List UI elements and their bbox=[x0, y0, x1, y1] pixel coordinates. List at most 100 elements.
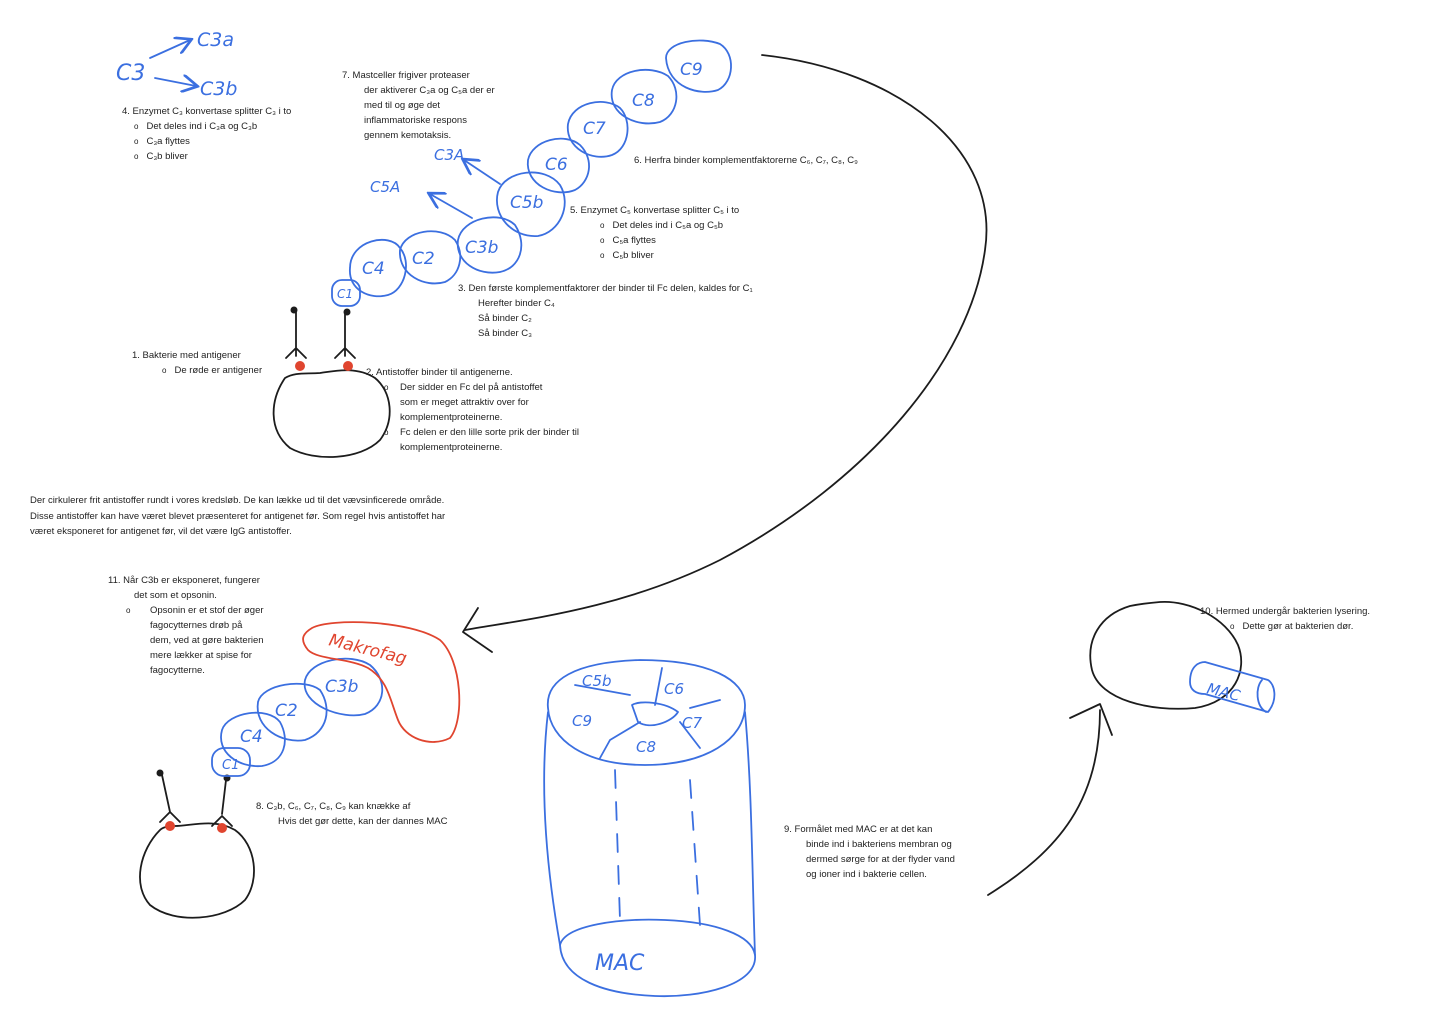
arrow-to-c3a bbox=[149, 40, 190, 59]
upper-bacterium bbox=[272, 306, 391, 458]
note-item-line: Opsonin er et stof der øger bbox=[150, 605, 264, 616]
mac-dashed-lines bbox=[614, 769, 701, 926]
mac-c7-label: C7 bbox=[682, 714, 702, 732]
note-9-line: 9. Formålet med MAC er at det kan bbox=[784, 824, 933, 835]
antibody-left bbox=[285, 311, 307, 359]
c2-shape bbox=[399, 230, 462, 285]
c4-label: C4 bbox=[362, 259, 385, 279]
paragraph-line: været eksponeret for antigenet før, vil … bbox=[30, 526, 292, 537]
mac-c5b-label: C5b bbox=[582, 672, 612, 690]
bullet-glyph: o bbox=[384, 428, 389, 437]
note-3: 3. Den første komplementfaktorer der bin… bbox=[458, 281, 753, 341]
arrow-to-c3b bbox=[154, 78, 196, 86]
note-4-item: Det deles ind i C₃a og C₃b bbox=[122, 119, 291, 134]
c5a-mid-label: C5A bbox=[370, 178, 400, 196]
lower-c1-label: C1 bbox=[222, 758, 239, 773]
note-item-line: komplementproteinerne. bbox=[400, 442, 503, 453]
note-5-item: Det deles ind i C₅a og C₅b bbox=[570, 218, 739, 233]
antigen-left bbox=[295, 361, 305, 371]
note-item-line: komplementproteinerne. bbox=[400, 412, 503, 423]
lower-c2-shape bbox=[256, 682, 328, 742]
mac-bottom-ring bbox=[559, 918, 756, 998]
paragraph-line: Disse antistoffer kan have været blevet … bbox=[30, 510, 446, 522]
c9-shape bbox=[665, 39, 732, 93]
note-2-item: o Der sidder en Fc del på antistoffet som … bbox=[366, 380, 579, 425]
c5b-label: C5b bbox=[510, 193, 543, 213]
note-8: 8. C₃b, C₆, C₇, C₈, C₉ kan knække af Hvi… bbox=[256, 799, 448, 829]
bacterium-cell bbox=[272, 369, 391, 458]
note-9-line: dermed sørge for at der flyder vand bbox=[806, 854, 955, 865]
note-3-line: Herefter binder C₄ bbox=[478, 298, 555, 309]
lysed-bacterium-cell bbox=[1089, 601, 1243, 710]
upper-complement-chain: C1 C4 C2 C3b C5b C6 C7 C8 C9 C3A C5A bbox=[331, 39, 732, 307]
arrow-to-lysis-head bbox=[1069, 703, 1113, 736]
lower-c2-label: C2 bbox=[275, 701, 298, 721]
note-item-line: Der sidder en Fc del på antistoffet bbox=[400, 382, 543, 393]
mac-center-pore bbox=[631, 701, 679, 727]
note-1-item: De røde er antigener bbox=[132, 363, 262, 378]
fc-dot-right bbox=[343, 308, 351, 316]
macrophage-shape bbox=[302, 621, 461, 743]
note-7-line: gennem kemotaksis. bbox=[364, 130, 452, 141]
note-11-item: o Opsonin er et stof der øger fagocytterne… bbox=[108, 603, 264, 678]
note-4-title: 4. Enzymet C₃ konvertase splitter C₃ i t… bbox=[122, 106, 292, 117]
small-mac-end bbox=[1256, 679, 1267, 713]
lower-fc-dot-left bbox=[156, 769, 164, 777]
mac-walls bbox=[543, 711, 756, 956]
note-4-item: C₃a flyttes bbox=[122, 134, 291, 149]
c8-shape bbox=[610, 68, 678, 125]
lower-c3b-shape bbox=[303, 657, 384, 717]
mac-c8-label: C8 bbox=[636, 738, 656, 756]
arrow-c5a bbox=[430, 194, 473, 219]
big-curved-arrow bbox=[464, 54, 988, 631]
note-4-item: C₃b bliver bbox=[122, 149, 291, 164]
paragraph-line: Der cirkulerer frit antistoffer rundt i … bbox=[30, 495, 445, 506]
small-mac-cylinder bbox=[1189, 661, 1276, 713]
bullet-glyph: o bbox=[384, 383, 389, 392]
c3-label: C3 bbox=[116, 61, 145, 86]
note-item-line: fagocytternes drøb på bbox=[150, 620, 243, 631]
c5b-shape bbox=[496, 171, 566, 237]
note-5-item: C₅b bliver bbox=[570, 248, 739, 263]
lower-c4-label: C4 bbox=[240, 727, 263, 747]
note-10-title: 10. Hermed undergår bakterien lysering. bbox=[1200, 606, 1371, 617]
c7-label: C7 bbox=[583, 119, 606, 139]
c2-label: C2 bbox=[412, 249, 435, 269]
c3b-top-label: C3b bbox=[200, 78, 237, 100]
c7-shape bbox=[567, 101, 629, 158]
note-10-item: Dette gør at bakterien dør. bbox=[1200, 619, 1370, 634]
note-11: 11. Når C3b er eksponeret, fungerer det … bbox=[108, 573, 264, 678]
note-3-line: 3. Den første komplementfaktorer der bin… bbox=[458, 283, 753, 294]
lower-c3b-label: C3b bbox=[325, 677, 358, 697]
note-2-item: o Fc delen er den lille sorte prik der bi… bbox=[366, 425, 579, 455]
note-5-title: 5. Enzymet C₅ konvertase splitter C₅ i t… bbox=[570, 205, 740, 216]
lower-bacterium-cell bbox=[139, 822, 255, 919]
note-2-title: 2. Antistoffer binder til antigenerne. bbox=[366, 367, 513, 378]
c3b-shape bbox=[457, 216, 523, 274]
note-11-line: det som et opsonin. bbox=[134, 590, 217, 601]
note-item-line: Fc delen er den lille sorte prik der bin… bbox=[400, 427, 580, 438]
note-8-line: 8. C₃b, C₆, C₇, C₈, C₉ kan knække af bbox=[256, 801, 411, 812]
mac-c9-label: C9 bbox=[572, 712, 592, 730]
note-7-line: der aktiverer C₃a og C₅a der er bbox=[364, 85, 495, 96]
lower-antibody-left bbox=[159, 774, 181, 823]
note-item-line: dem, ved at gøre bakterien bbox=[150, 635, 264, 646]
big-arrow-head bbox=[462, 607, 493, 653]
note-9: 9. Formålet med MAC er at det kan binde … bbox=[784, 822, 955, 882]
note-item-line: som er meget attraktiv over for bbox=[400, 397, 529, 408]
note-9-line: binde ind i bakteriens membran og bbox=[806, 839, 952, 850]
arrow-c3a bbox=[464, 160, 501, 185]
c4-shape bbox=[349, 239, 407, 298]
antibody-right bbox=[334, 311, 356, 359]
note-6: 6. Herfra binder komplementfaktorerne C₆… bbox=[634, 153, 858, 168]
c3-split-sketch: C3 C3a C3b bbox=[116, 29, 237, 100]
bullet-glyph: o bbox=[126, 606, 131, 615]
note-3-line: Så binder C₂ bbox=[478, 313, 532, 324]
lower-antibody-right bbox=[211, 779, 233, 827]
mac-top-ring bbox=[547, 659, 746, 766]
lower-c4-shape bbox=[220, 711, 286, 767]
note-7-line: med til og øge det bbox=[364, 100, 441, 111]
note-11-line: 11. Når C3b er eksponeret, fungerer bbox=[108, 575, 260, 586]
note-5-item: C₅a flyttes bbox=[570, 233, 739, 248]
note-7-line: 7. Mastceller frigiver proteaser bbox=[342, 70, 470, 81]
